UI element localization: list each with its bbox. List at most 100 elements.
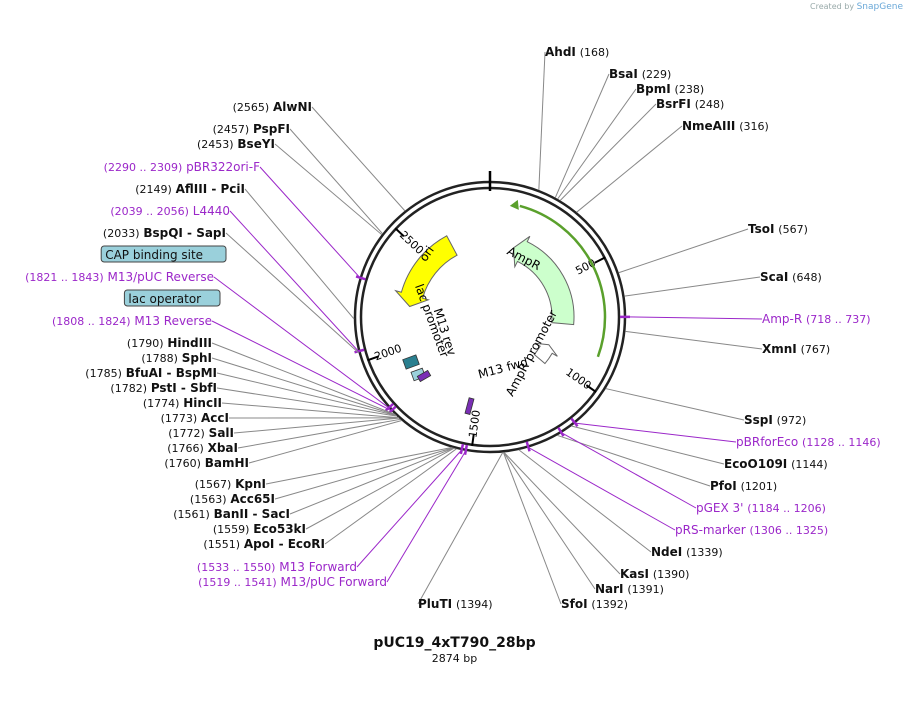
ampr-cds-line: [519, 204, 607, 358]
tick-mark-1000: [585, 384, 597, 393]
site-name: HincII: [183, 396, 222, 410]
primer-mark-m13-puc-reverse: [384, 402, 395, 412]
tick-label-1000: 1000: [563, 366, 593, 393]
site-name: PspFI: [253, 122, 290, 136]
site-label-kpni: (1567) KpnI: [195, 447, 452, 491]
ori-feature-arrow: [394, 235, 458, 308]
leader-line-pgex-3: [561, 432, 697, 509]
leader-line-xbai: [237, 418, 401, 449]
site-label-pbr322ori-f: (2290 .. 2309) pBR322ori-F: [104, 160, 366, 281]
site-position: (1201): [741, 480, 778, 493]
site-position: (718 .. 737): [806, 313, 871, 326]
site-label-bsrfi: BsrFI (248): [559, 97, 724, 201]
site-text-xmni: XmnI (767): [762, 342, 830, 356]
site-position: (1392): [591, 598, 628, 611]
site-label-sspi: SspI (972): [605, 388, 807, 427]
site-text-m13-reverse: (1808 .. 1824) M13 Reverse: [52, 314, 212, 328]
site-position: (1128 .. 1146): [802, 436, 881, 449]
site-name: ApoI - EcoRI: [244, 537, 325, 551]
site-label-l4440: (2039 .. 2056) L4440: [110, 204, 365, 354]
site-position: (1306 .. 1325): [750, 524, 829, 537]
site-text-bspqi: (2033) BspQI - SapI: [103, 226, 226, 240]
leader-line-pspfi: [289, 128, 383, 235]
lac-elements: [402, 354, 475, 415]
site-position: (1760): [164, 457, 201, 470]
site-name: Amp-R: [762, 312, 802, 326]
site-label-alwni: (2565) AlwNI: [233, 100, 406, 212]
leader-line-sphi: [211, 357, 396, 416]
feature-box-lac-operator: [123, 289, 221, 307]
leader-line-apoi: [324, 448, 457, 545]
site-name: XmnI: [762, 342, 797, 356]
site-label-nmeaiii: NmeAIII (316): [576, 119, 769, 213]
site-text-prs-marker: pRS-marker (1306 .. 1325): [675, 523, 828, 537]
site-position: (238): [675, 83, 705, 96]
site-label-bfuai: (1785) BfuAI - BspMI: [85, 366, 397, 416]
site-position: (1782): [110, 382, 147, 395]
leader-line-nmeaiii: [576, 125, 683, 213]
site-position: (1808 .. 1824): [52, 315, 131, 328]
site-name: HindIII: [167, 336, 212, 350]
site-position: (229): [642, 68, 672, 81]
site-name: KpnI: [235, 477, 266, 491]
site-label-acci: (1773) AccI: [161, 411, 399, 425]
site-name: L4440: [193, 204, 230, 218]
leader-line-bamhi: [248, 419, 402, 464]
leader-line-ecoo109i: [571, 425, 725, 465]
leader-line-pbrforeco: [574, 422, 737, 443]
site-label-prs-marker: pRS-marker (1306 .. 1325): [525, 441, 828, 537]
leader-line-bspqi: [225, 232, 360, 354]
site-name: BpmI: [636, 82, 671, 96]
site-label-psti: (1782) PstI - SbfI: [110, 381, 397, 417]
site-name: KasI: [620, 567, 649, 581]
primer-mark-m13-forward: [459, 443, 465, 455]
site-position: (972): [777, 414, 807, 427]
site-label-ahdi: AhdI (168): [538, 45, 610, 191]
tick-mark-500: [594, 256, 606, 264]
site-label-bspqi: (2033) BspQI - SapI: [103, 226, 360, 354]
leader-line-ahdi: [538, 51, 546, 191]
site-position: (2290 .. 2309): [104, 161, 183, 174]
leader-line-kpni: [265, 447, 452, 485]
site-name: pBRforEco: [736, 435, 798, 449]
site-label-hincii: (1774) HincII: [143, 396, 399, 419]
site-position: (1144): [791, 458, 828, 471]
site-text-pspfi: (2457) PspFI: [213, 122, 290, 136]
site-text-m13-puc-reverse: (1821 .. 1843) M13/pUC Reverse: [25, 270, 214, 284]
site-label-m13-forward: (1533 .. 1550) M13 Forward: [197, 443, 465, 574]
site-label-tsoi: TsoI (567): [618, 222, 808, 274]
leader-line-kasi: [503, 451, 621, 575]
site-name: AflIII - PciI: [176, 182, 245, 196]
site-position: (1184 .. 1206): [747, 502, 826, 515]
site-position: (168): [580, 46, 610, 59]
site-position: (1821 .. 1843): [25, 271, 104, 284]
site-position: (2033): [103, 227, 140, 240]
ampr-line-arrowhead: [509, 199, 519, 210]
site-text-hindiii: (1790) HindIII: [127, 336, 212, 350]
site-text-bamhi: (1760) BamHI: [164, 456, 249, 470]
leader-line-alwni: [311, 106, 406, 212]
leader-line-bpmi: [557, 88, 637, 200]
plasmid-name: pUC19_4xT790_28bp: [373, 635, 536, 651]
site-name: BamHI: [205, 456, 249, 470]
site-label-bpmi: BpmI (238): [557, 82, 705, 200]
leader-line-l4440: [229, 210, 359, 352]
site-name: SfoI: [561, 597, 588, 611]
site-text-bsai: BsaI (229): [609, 67, 671, 81]
site-name: BanII - SacI: [214, 507, 290, 521]
site-text-banii: (1561) BanII - SacI: [173, 507, 290, 521]
leader-line-pfoi: [556, 434, 711, 487]
site-label-ecoo109i: EcoO109I (1144): [571, 425, 828, 471]
site-label-bseyi: (2453) BseYI: [197, 137, 383, 236]
site-label-m13-reverse: (1808 .. 1824) M13 Reverse: [52, 314, 397, 415]
leader-line-m13-puc-reverse: [213, 276, 390, 409]
site-position: (1790): [127, 337, 164, 350]
leader-line-m13-reverse: [211, 320, 392, 412]
site-label-amp-r: Amp-R (718 .. 737): [619, 312, 871, 326]
site-label-kasi: KasI (1390): [503, 451, 689, 581]
site-name: PfoI: [710, 479, 737, 493]
leader-line-scai: [624, 276, 761, 297]
site-label-xbai: (1766) XbaI: [167, 418, 401, 455]
backbone-outer: [353, 180, 627, 454]
